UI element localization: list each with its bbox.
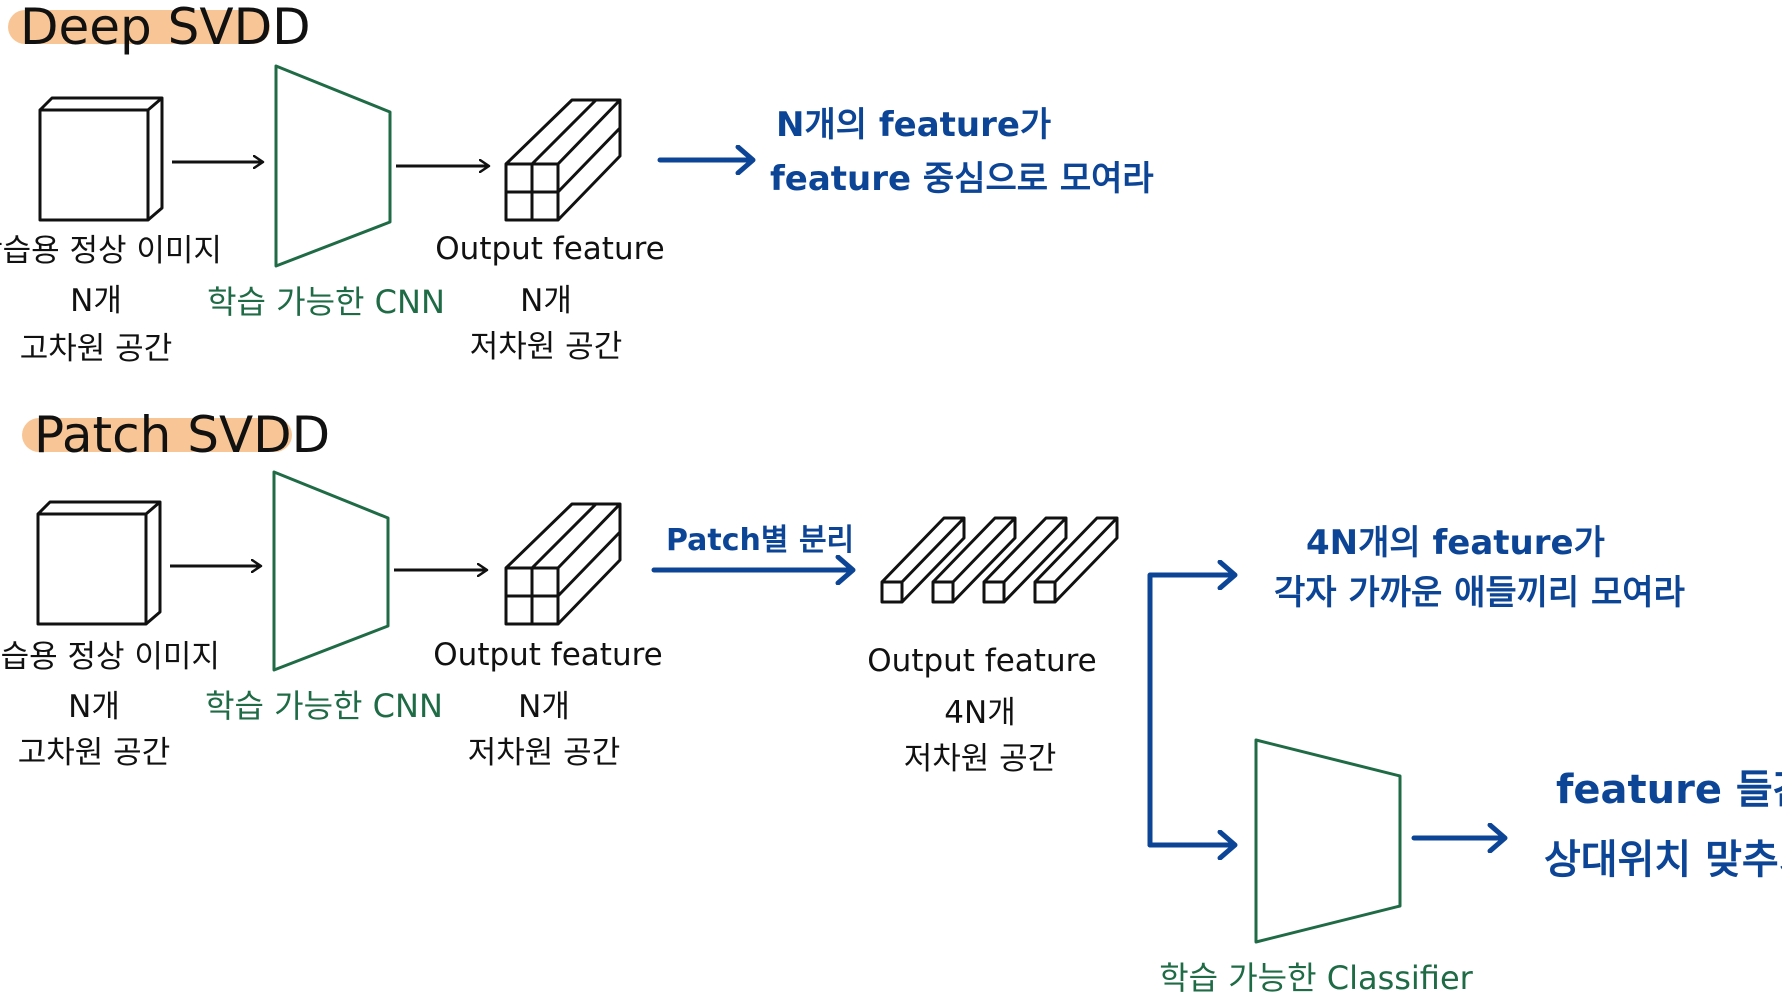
- deep-input-label-1: 학습용 정상 이미지: [0, 233, 222, 269]
- patch-bar-3: [982, 516, 1068, 604]
- patch-output-tensor-icon: [504, 502, 622, 626]
- deep-result-text-2: feature 중심으로 모여라: [770, 159, 1154, 199]
- deep-output-label-3: 저차원 공간: [469, 329, 623, 365]
- patch-svdd-title-highlight: [22, 418, 292, 452]
- patch-classifier-trapezoid: [1254, 738, 1402, 944]
- deep-result-text-1: N개의 feature가: [776, 105, 1052, 145]
- deep-cnn-trapezoid: [274, 64, 392, 268]
- deep-svdd-title: Deep SVDD: [20, 0, 311, 56]
- patch-result-bottom-1: feature 들간의: [1556, 767, 1782, 813]
- deep-input-cube-icon: [38, 96, 164, 222]
- deep-input-label-3: 고차원 공간: [19, 331, 173, 367]
- deep-svdd-title-highlight: [8, 10, 270, 44]
- patch-branch-arrows: [1147, 575, 1234, 845]
- patch-input-label-2: N개: [68, 689, 120, 725]
- patch-features-label-3: 저차원 공간: [903, 741, 1057, 777]
- patch-input-cube-icon: [36, 500, 162, 626]
- patch-input-label-3: 고차원 공간: [17, 735, 171, 771]
- patch-result-top-1: 4N개의 feature가: [1306, 523, 1605, 563]
- patch-output-label-1: Output feature: [433, 637, 663, 673]
- deep-cnn-label: 학습 가능한 CNN: [207, 283, 445, 321]
- patch-classifier-label: 학습 가능한 Classifier: [1159, 959, 1473, 997]
- patch-output-label-2: N개: [518, 689, 570, 725]
- patch-result-top-2: 각자 가까운 애들끼리 모여라: [1274, 573, 1685, 613]
- patch-result-bottom-2: 상대위치 맞추기: [1544, 837, 1782, 883]
- patch-cnn-label: 학습 가능한 CNN: [205, 687, 443, 725]
- patch-features-label-2: 4N개: [944, 695, 1016, 731]
- patch-bar-4: [1033, 516, 1119, 604]
- deep-input-label-2: N개: [70, 283, 122, 319]
- patch-svdd-title: Patch SVDD: [34, 406, 331, 464]
- patch-feature-bars-icon: [880, 516, 1119, 604]
- patch-split-label: Patch별 분리: [666, 523, 855, 558]
- deep-output-label-2: N개: [520, 283, 572, 319]
- patch-bar-2: [931, 516, 1017, 604]
- patch-cnn-trapezoid: [272, 470, 390, 672]
- deep-output-tensor-icon: [504, 98, 622, 222]
- patch-features-label-1: Output feature: [867, 643, 1097, 679]
- patch-input-label-1: 학습용 정상 이미지: [0, 639, 220, 675]
- deep-output-label-1: Output feature: [435, 231, 665, 267]
- patch-bar-1: [880, 516, 966, 604]
- patch-output-label-3: 저차원 공간: [467, 735, 621, 771]
